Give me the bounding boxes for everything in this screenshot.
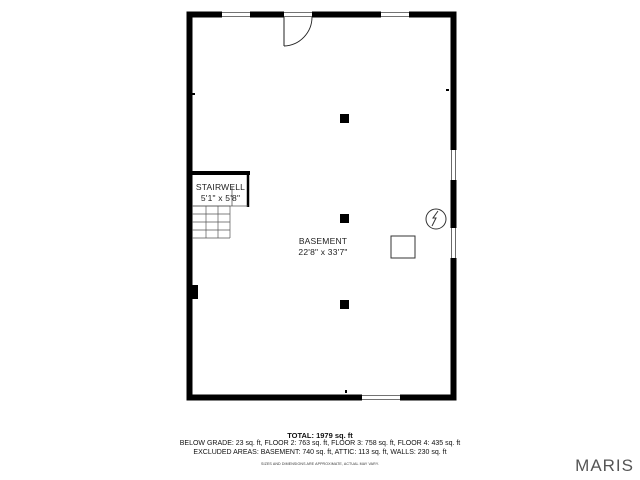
room-stairwell-name: STAIRWELL (195, 182, 246, 192)
window-right-lower (450, 228, 457, 258)
stairs (192, 205, 231, 239)
room-basement-dims: 22'8" x 33'7" (298, 247, 348, 257)
support-post-1 (340, 114, 349, 123)
exterior-walls (186, 11, 457, 401)
excluded-areas: EXCLUDED AREAS: BASEMENT: 740 sq. ft, AT… (193, 449, 447, 456)
room-stairwell-dims: 5'1" x 5'8" (200, 193, 241, 203)
window-right-upper (450, 150, 457, 180)
floor-plan (186, 11, 457, 401)
support-post-2 (340, 214, 349, 223)
door-top (283, 11, 313, 47)
wall-tick-right (446, 89, 449, 91)
room-basement: BASEMENT 22'8" x 33'7" (283, 236, 363, 258)
support-post-3 (340, 300, 349, 309)
window-bottom (362, 394, 400, 401)
disclaimer: SIZES AND DIMENSIONS ARE APPROXIMATE, AC… (261, 462, 379, 466)
room-basement-name: BASEMENT (298, 236, 348, 246)
wall-tick-left (192, 93, 195, 95)
window-top-left (222, 11, 250, 18)
wall-tick-bottom (345, 390, 347, 393)
floor-areas: BELOW GRADE: 23 sq. ft, FLOOR 2: 763 sq.… (179, 440, 461, 447)
wall-nub-left (191, 285, 198, 299)
total-area: TOTAL: 1979 sq. ft (287, 431, 353, 440)
utility-box (390, 235, 416, 259)
room-stairwell: STAIRWELL 5'1" x 5'8" (193, 182, 248, 204)
brand-logo: MARIS (575, 456, 634, 475)
water-heater-icon (425, 208, 447, 230)
window-top-right (381, 11, 409, 18)
